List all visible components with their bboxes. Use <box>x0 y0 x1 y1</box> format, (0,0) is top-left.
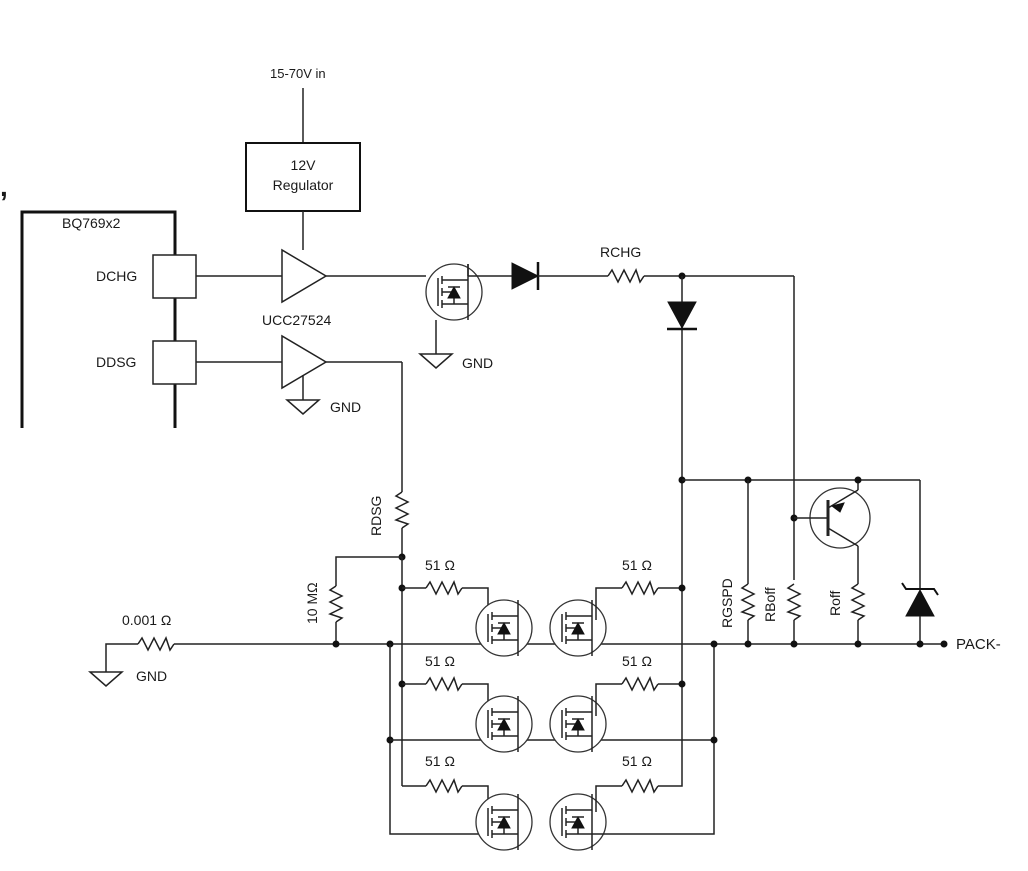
source-left-rail <box>389 644 490 835</box>
node-rboff-bottom <box>790 640 798 648</box>
bq769x2-outline <box>20 210 177 428</box>
sense-resistor-label: 0.001 Ω <box>122 612 171 628</box>
node-pnp-emitter <box>854 476 862 484</box>
gate-resistor-r3-right-label: 51 Ω <box>622 753 652 769</box>
gate-resistor-r3-left-label: 51 Ω <box>425 753 455 769</box>
mosfet-r1-left <box>475 599 533 657</box>
pack-minus-label: PACK- <box>956 636 1001 653</box>
rchg-resistor <box>607 269 645 283</box>
ddsg-pin-box <box>152 340 197 385</box>
zener-diode <box>905 588 935 617</box>
gate-resistor-r3-right <box>621 779 659 793</box>
node-gate-r2-right <box>678 680 686 688</box>
gate-resistor-r3-left <box>425 779 463 793</box>
charge-gnd-label: GND <box>462 355 493 371</box>
driver-label: UCC27524 <box>262 312 331 328</box>
node-source-right-2 <box>710 736 718 744</box>
ddsg-pin-label: DDSG <box>96 354 136 370</box>
gate-resistor-r2-right <box>621 677 659 691</box>
rdsg-label: RDSG <box>368 496 384 536</box>
rgspd-resistor <box>741 583 755 621</box>
roff-label: Roff <box>827 590 843 616</box>
gate-resistor-r1-right <box>621 581 659 595</box>
charge-pump-mosfet <box>425 263 483 321</box>
node-gate-r1-right <box>678 584 686 592</box>
charge-series-diode <box>511 262 540 290</box>
gate-resistor-r1-right-label: 51 Ω <box>622 557 652 573</box>
mosfet-r3-right <box>549 793 607 851</box>
dchg-pin-box <box>152 254 197 299</box>
node-10m-bottom <box>332 640 340 648</box>
bq769x2-label: BQ769x2 <box>62 215 121 231</box>
node-zener-bottom <box>916 640 924 648</box>
gate-resistor-r2-left <box>425 677 463 691</box>
edge-tick: , <box>0 171 8 202</box>
sense-gnd-label: GND <box>136 668 167 684</box>
rgspd-label: RGSPD <box>719 578 735 628</box>
rboff-label: RBoff <box>762 587 778 622</box>
gate-resistor-r1-left-label: 51 Ω <box>425 557 455 573</box>
gate-resistor-r2-right-label: 51 Ω <box>622 653 652 669</box>
pack-minus-terminal <box>940 640 948 648</box>
regulator-label-line2: Regulator <box>273 177 334 193</box>
pnp-transistor <box>794 480 871 584</box>
mosfet-r1-right <box>549 599 607 657</box>
charge-shunt-diode <box>667 301 697 330</box>
node-rgspd-bottom <box>744 640 752 648</box>
charge-gnd-symbol <box>419 353 453 369</box>
driver-buffer-a <box>281 248 328 304</box>
r10m-resistor <box>329 585 343 623</box>
node-roff-bottom <box>854 640 862 648</box>
mosfet-r2-right <box>549 695 607 753</box>
gate-resistor-r1-left <box>425 581 463 595</box>
rchg-label: RCHG <box>600 244 641 260</box>
dchg-pin-label: DCHG <box>96 268 137 284</box>
zener-diode-bar <box>901 582 939 596</box>
gate-r3-right-to-fet <box>595 785 622 812</box>
rdsg-resistor <box>395 491 409 529</box>
gate-resistor-r2-left-label: 51 Ω <box>425 653 455 669</box>
supply-input-label: 15-70V in <box>270 66 326 81</box>
gate-r1-right-to-fet <box>595 587 622 620</box>
driver-gnd-symbol <box>286 399 320 415</box>
gate-r2-right-to-fet <box>595 683 622 716</box>
mosfet-r2-left <box>475 695 533 753</box>
driver-buffer-b <box>281 334 328 390</box>
driver-gnd-label: GND <box>330 399 361 415</box>
node-source-right <box>710 640 718 648</box>
mosfet-r3-left <box>475 793 533 851</box>
sense-gnd-wire <box>105 643 138 672</box>
roff-resistor <box>851 583 865 621</box>
source-right-rail <box>592 644 715 835</box>
gate-r3-right-wire <box>658 480 683 787</box>
regulator-label-line1: 12V <box>291 157 317 173</box>
r10m-label: 10 MΩ <box>304 582 320 624</box>
sense-gnd-symbol <box>89 671 123 687</box>
sense-resistor <box>137 637 175 651</box>
rboff-resistor <box>787 583 801 621</box>
r10m-top-wire <box>335 556 402 586</box>
